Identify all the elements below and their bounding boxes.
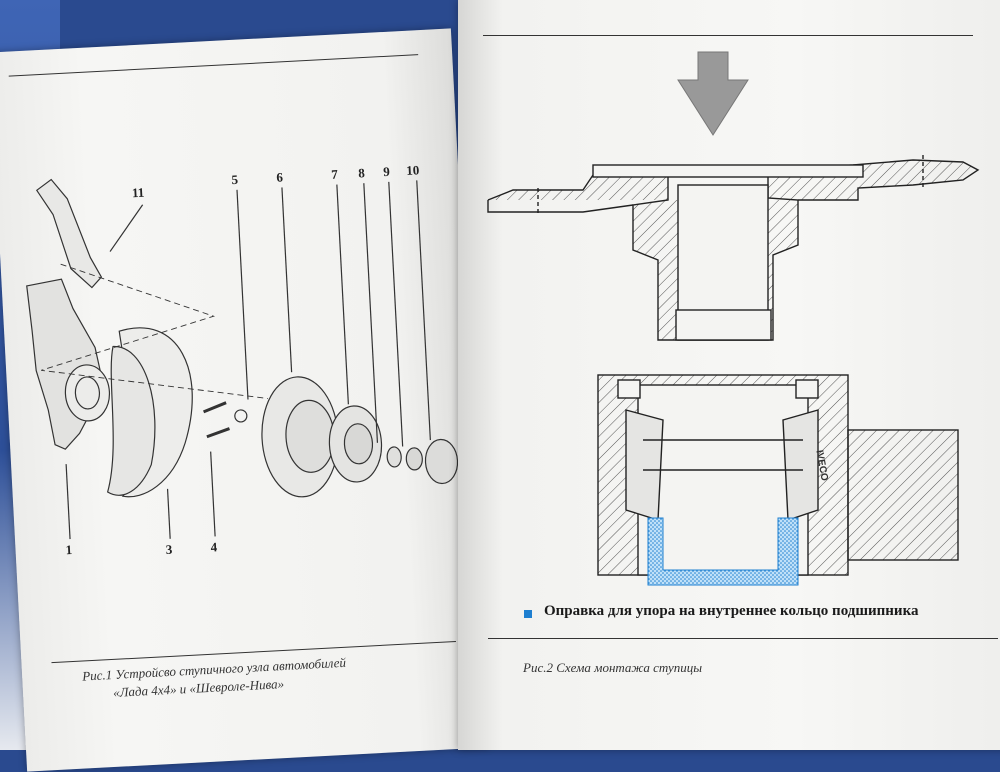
part-1-knuckle: [26, 278, 103, 450]
part-10-cap: [424, 438, 459, 485]
callout-5: 5: [231, 171, 239, 188]
callout-6: 6: [276, 169, 284, 185]
hub-section: [597, 374, 959, 576]
legend-swatch: [524, 610, 532, 618]
top-rule-right: [483, 35, 973, 36]
hub-assembly-diagram: [487, 51, 980, 586]
callout-11: 11: [131, 184, 145, 201]
callout-10: 10: [405, 162, 420, 178]
callout-4: 4: [210, 539, 218, 555]
bottom-rule-right: [488, 638, 998, 639]
callout-9: 9: [382, 163, 391, 180]
callout-3: 3: [165, 541, 173, 558]
left-page: 11 1 3 4 5 6 7 8 9 10 Рис.1 Устройсво ст…: [0, 28, 489, 772]
part-5-washer: [234, 409, 248, 423]
callout-8: 8: [357, 165, 366, 181]
callout-7: 7: [330, 166, 339, 182]
upper-mandrel: [487, 155, 980, 341]
hub-exploded-diagram: [26, 178, 459, 540]
part-11-arm: [35, 178, 103, 289]
knuckle-bore: [64, 364, 111, 422]
press-arrow-icon: [677, 51, 749, 136]
callout-1: 1: [65, 541, 73, 558]
figure-2-caption: Рис.2 Схема монтажа ступицы: [523, 660, 703, 675]
blue-mandrel: [647, 517, 799, 586]
part-8-washer: [386, 446, 402, 468]
legend-text: Оправка для упора на внутреннее кольцо п…: [544, 603, 919, 619]
part-9-nut: [405, 447, 423, 471]
part-4-bolts: [203, 401, 230, 439]
right-page: IVECO Оправка для упора на внутреннее ко…: [458, 0, 1000, 750]
